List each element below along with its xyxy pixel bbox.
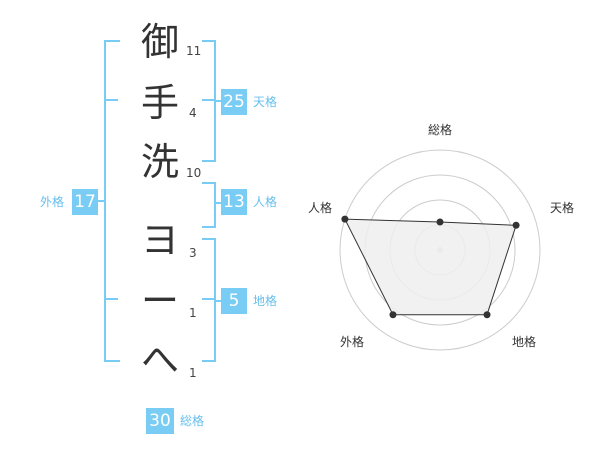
chikaku-label: 地格 bbox=[253, 294, 278, 308]
radar-ring bbox=[339, 149, 541, 351]
jinkaku-connector bbox=[214, 202, 222, 204]
gaikaku-connector bbox=[98, 200, 106, 202]
tenkaku-connector bbox=[214, 100, 222, 102]
name-char-5: ー bbox=[140, 279, 179, 323]
radar-axis-label-gaikaku: 外格 bbox=[340, 334, 364, 349]
stroke-count-1: 11 bbox=[186, 44, 202, 58]
name-char-1: 御 bbox=[140, 20, 179, 64]
radar-point-1 bbox=[436, 218, 444, 226]
radar-points bbox=[341, 215, 520, 319]
soukaku-label: 総格 bbox=[180, 414, 205, 428]
tenkaku-value: 25 bbox=[221, 89, 247, 115]
name-char-6: へ bbox=[140, 338, 179, 382]
stroke-count-3: 10 bbox=[186, 166, 202, 180]
chikaku-tick bbox=[202, 298, 214, 300]
radar-axis-label-soukaku: 総格 bbox=[428, 122, 452, 137]
stroke-count-5: 1 bbox=[189, 306, 197, 320]
radar-axis-label-jinkaku: 人格 bbox=[308, 200, 332, 215]
stroke-count-2: 4 bbox=[189, 106, 197, 120]
gaikaku-label: 外格 bbox=[40, 195, 65, 209]
chikaku-value: 5 bbox=[221, 288, 247, 314]
name-char-3: 洗 bbox=[140, 140, 179, 184]
name-char-4: ヨ bbox=[140, 218, 179, 262]
radar-point-4 bbox=[389, 311, 397, 319]
radar-point-3 bbox=[483, 311, 491, 319]
tenkaku-tick bbox=[202, 99, 214, 101]
radar-point-5 bbox=[341, 215, 349, 223]
radar-axis-label-tenkaku: 天格 bbox=[550, 200, 574, 215]
gaikaku-tick bbox=[104, 99, 118, 101]
gaikaku-tick bbox=[104, 298, 118, 300]
stroke-count-6: 1 bbox=[189, 366, 197, 380]
tenkaku-label: 天格 bbox=[253, 95, 278, 109]
radar-axis-label-chikaku: 地格 bbox=[512, 334, 536, 349]
jinkaku-label: 人格 bbox=[253, 195, 278, 209]
radar-point-2 bbox=[512, 221, 520, 229]
stroke-count-4: 3 bbox=[189, 246, 197, 260]
gaikaku-value: 17 bbox=[72, 189, 98, 215]
radar-polygon bbox=[344, 218, 517, 316]
chikaku-connector bbox=[214, 300, 222, 302]
jinkaku-value: 13 bbox=[221, 189, 247, 215]
name-char-2: 手 bbox=[140, 81, 179, 125]
jinkaku-bracket bbox=[202, 182, 216, 228]
soukaku-value: 30 bbox=[146, 408, 174, 434]
